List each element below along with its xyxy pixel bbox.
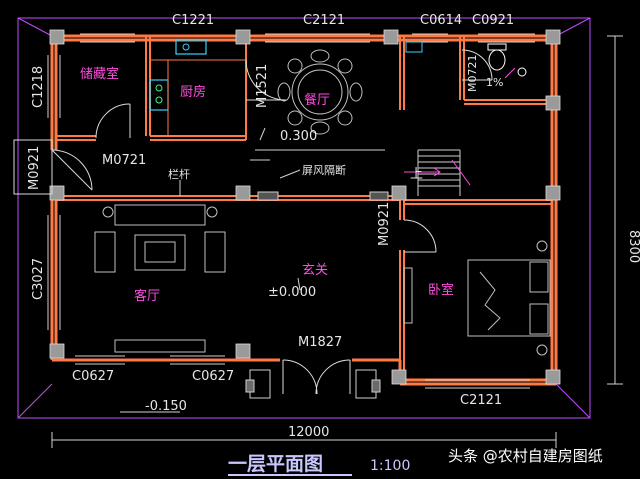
door-label-m0921-bed: M0921	[377, 202, 392, 246]
entrance-steps	[245, 369, 381, 399]
window-label-c0921: C0921	[472, 13, 514, 28]
outer-outline	[17, 17, 591, 419]
door-label-m0721: M0721	[102, 153, 146, 168]
annotation-screen-partition: 屏风隔断	[302, 163, 346, 177]
window-label-c0627-right: C0627	[192, 369, 234, 384]
windows	[47, 33, 535, 389]
exterior-walls	[50, 34, 558, 386]
room-label-dining: 餐厅	[304, 92, 330, 108]
room-label-storage: 储藏室	[80, 66, 119, 82]
door-label-m1521: M1521	[255, 64, 270, 108]
bedroom-furniture	[403, 240, 551, 356]
door-label-m0921-side: M0921	[27, 146, 42, 190]
staircase	[404, 149, 471, 196]
bathroom-fixtures	[405, 41, 527, 79]
interior-walls	[56, 36, 556, 380]
door-label-m1827: M1827	[298, 335, 342, 350]
dimension-depth: 8300	[626, 230, 640, 263]
side-door-frame	[13, 139, 93, 195]
door-label-m0721-bath: M0721	[466, 55, 479, 93]
kitchen-fixtures	[149, 39, 246, 136]
dimension-width: 12000	[288, 425, 329, 440]
elevation-foyer: ±0.000	[268, 285, 316, 300]
room-label-bedroom: 卧室	[428, 282, 454, 298]
elevation-outside: -0.150	[145, 399, 187, 414]
window-label-c1218: C1218	[31, 66, 46, 108]
drawing-scale: 1:100	[370, 458, 410, 474]
railing-and-screen	[179, 169, 389, 201]
living-room-furniture	[94, 204, 226, 353]
level-change-line	[250, 149, 385, 161]
door-swings	[95, 49, 493, 395]
window-label-c2121-top: C2121	[303, 13, 345, 28]
bathroom-slope: 1%	[486, 76, 503, 89]
window-label-c0614: C0614	[420, 13, 462, 28]
room-label-living: 客厅	[134, 288, 160, 304]
window-label-c0627-left: C0627	[72, 369, 114, 384]
elevation-dining: 0.300	[280, 129, 317, 144]
annotation-stair-up: 上	[410, 167, 423, 182]
window-label-c2121-bottom: C2121	[460, 393, 502, 408]
watermark-text: 头条 @农村自建房图纸	[448, 447, 603, 465]
window-label-c1221: C1221	[172, 13, 214, 28]
annotation-railing: 栏杆	[168, 167, 190, 181]
dimension-lines	[51, 35, 623, 448]
structural-columns	[49, 29, 561, 385]
drawing-title: 一层平面图	[228, 453, 323, 475]
room-label-foyer: 玄关	[302, 263, 328, 278]
room-label-kitchen: 厨房	[180, 84, 206, 100]
window-label-c3027: C3027	[31, 258, 46, 300]
dining-set	[277, 49, 363, 135]
